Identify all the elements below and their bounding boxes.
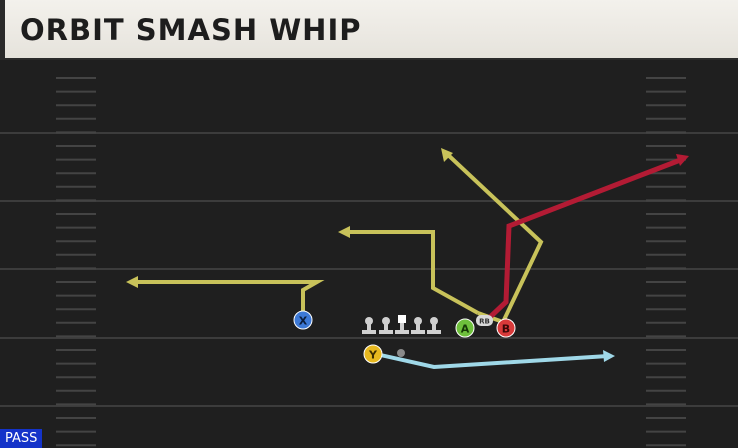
lineman-icon bbox=[427, 317, 441, 334]
b-button-icon[interactable]: B bbox=[496, 318, 516, 338]
route-x bbox=[132, 280, 325, 319]
pass-badge: PASS bbox=[0, 429, 43, 448]
player-x-label: X bbox=[299, 315, 308, 328]
route-a-post bbox=[444, 151, 544, 325]
route-b bbox=[486, 156, 684, 321]
title-bar: ORBIT SMASH WHIP bbox=[0, 0, 738, 60]
rb-label: RB bbox=[479, 318, 490, 326]
lineman-icon bbox=[362, 317, 376, 334]
route-x-arrowhead bbox=[126, 276, 138, 288]
player-a-label: A bbox=[461, 323, 470, 336]
lineman-icon bbox=[379, 317, 393, 334]
player-y-label: Y bbox=[368, 349, 378, 362]
hash-marks bbox=[56, 77, 686, 447]
routes bbox=[126, 148, 689, 370]
route-a-dig bbox=[344, 230, 479, 315]
y-button-icon[interactable]: Y bbox=[363, 344, 383, 364]
route-b-arrowhead bbox=[676, 154, 689, 166]
route-a-dig-arrowhead bbox=[338, 226, 350, 238]
play-title: ORBIT SMASH WHIP bbox=[20, 13, 362, 47]
a-button-icon[interactable]: A bbox=[455, 318, 475, 338]
route-y-arrowhead bbox=[603, 350, 615, 362]
lineman-icon bbox=[411, 317, 425, 334]
offensive-line bbox=[362, 315, 441, 334]
x-button-icon[interactable]: X bbox=[293, 310, 313, 330]
player-b-label: B bbox=[502, 323, 510, 336]
yard-lines bbox=[0, 132, 738, 407]
title-accent bbox=[0, 0, 5, 60]
play-field: RB X Y A B bbox=[0, 60, 738, 448]
route-a-post-arrowhead bbox=[441, 148, 453, 162]
route-y bbox=[375, 352, 609, 370]
play-diagram: RB X Y A B bbox=[0, 77, 738, 447]
rb-marker-icon[interactable]: RB bbox=[476, 315, 493, 326]
quarterback-marker bbox=[397, 349, 405, 357]
center-icon bbox=[395, 315, 409, 334]
